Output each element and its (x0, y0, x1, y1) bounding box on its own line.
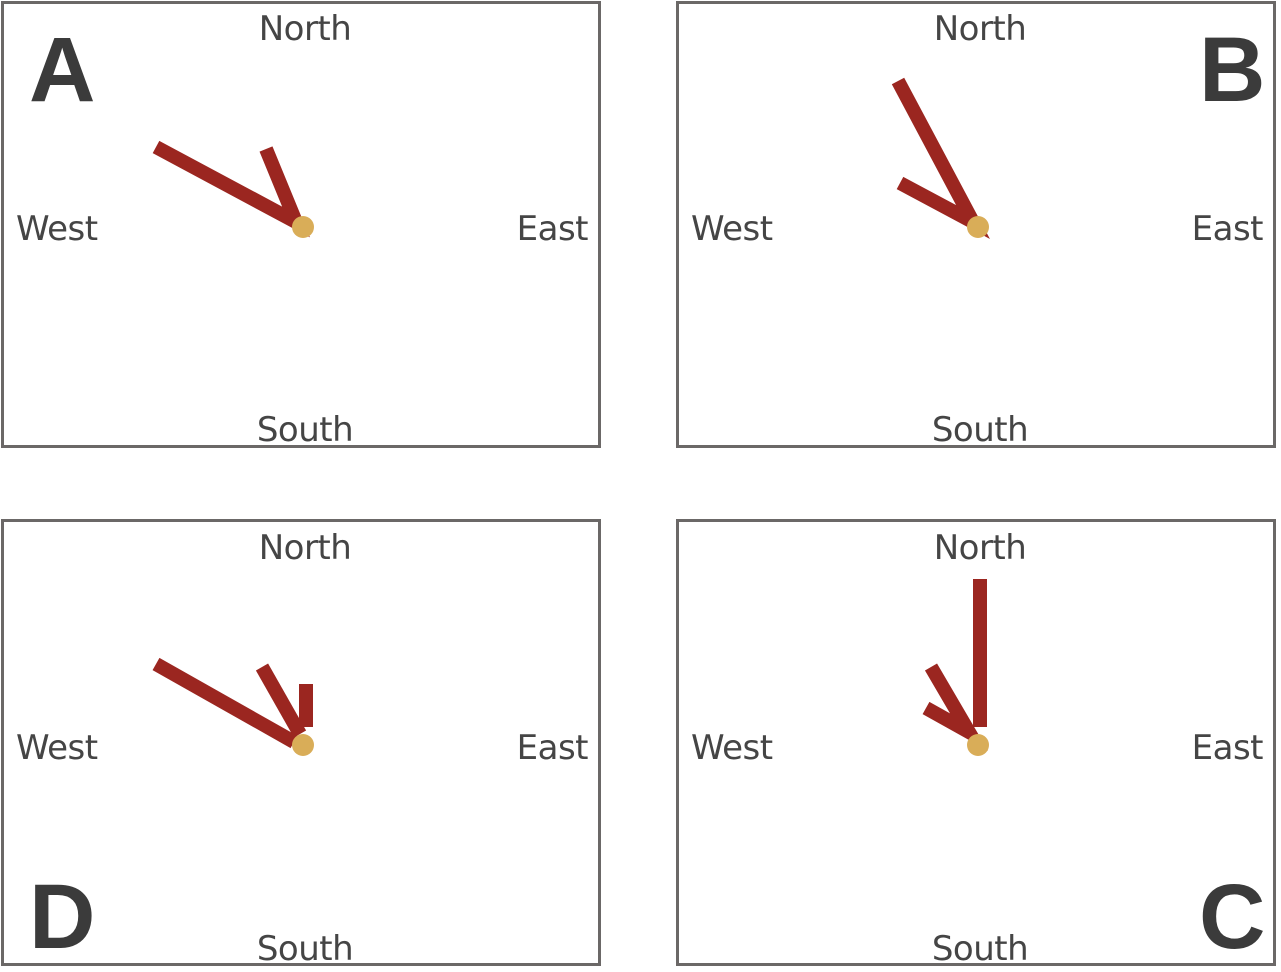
panel-d-graphic: D North South West East (16, 528, 589, 969)
center-dot (967, 216, 989, 238)
label-west: West (16, 728, 98, 768)
panel-c: C North South West East (676, 519, 1276, 969)
label-north: North (934, 9, 1027, 49)
wind-arrow-icon (891, 77, 990, 240)
panel-b: B North South West East (676, 1, 1276, 450)
label-south: South (257, 929, 353, 969)
panel-letter: A (29, 19, 95, 121)
label-east: East (517, 209, 589, 249)
panel-letter: D (29, 866, 95, 968)
panel-letter: C (1199, 866, 1265, 968)
wind-arrow-barb-icon (255, 663, 307, 738)
label-south: South (257, 410, 353, 450)
panel-c-graphic: C North South West East (691, 528, 1265, 969)
center-dot (292, 216, 314, 238)
panel-b-graphic: B North South West East (691, 9, 1265, 450)
label-east: East (1192, 209, 1264, 249)
panel-letter: B (1199, 19, 1265, 121)
panel-a: A North South West East (1, 1, 601, 450)
label-north: North (934, 528, 1027, 568)
label-north: North (259, 528, 352, 568)
wind-arrow-icon (152, 657, 298, 749)
label-west: West (691, 728, 773, 768)
label-east: East (517, 728, 589, 768)
wind-arrow-barb-icon (922, 663, 988, 751)
label-south: South (932, 929, 1028, 969)
panel-a-graphic: A North South West East (16, 9, 589, 450)
label-north: North (259, 9, 352, 49)
panel-d: D North South West East (1, 519, 601, 969)
label-east: East (1192, 728, 1264, 768)
wind-arrow-icon (152, 140, 310, 238)
center-dot (292, 734, 314, 756)
center-dot (967, 734, 989, 756)
label-south: South (932, 410, 1028, 450)
label-west: West (691, 209, 773, 249)
label-west: West (16, 209, 98, 249)
